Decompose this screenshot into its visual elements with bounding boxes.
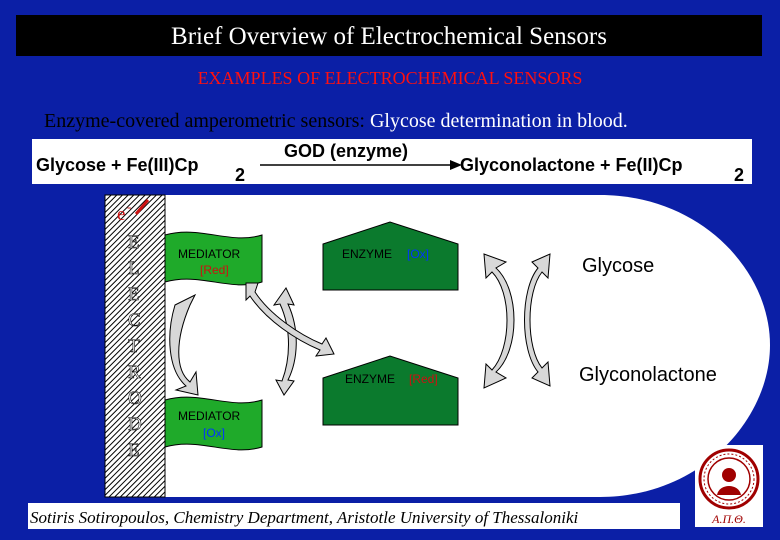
electrode <box>104 194 166 498</box>
electron-label: e <box>117 204 125 225</box>
enzyme-red-shape <box>322 355 459 426</box>
electrode-letter: T <box>128 336 140 357</box>
mediator-ox-state: [Ox] <box>203 426 225 440</box>
mediator-red-name: MEDIATOR <box>178 247 241 261</box>
seal-caption: Α.Π.Θ. <box>712 512 746 526</box>
mediator-red-shape <box>164 231 263 286</box>
electrode-letter: E <box>128 440 140 461</box>
reaction-arrow-icon <box>450 160 462 170</box>
university-seal <box>695 445 763 527</box>
electrode-label: e - E L E C T R O D E <box>117 199 150 461</box>
enzyme-cycle-arrow-right-icon <box>524 253 551 387</box>
mediator-cycle-arrow-left-icon <box>169 293 199 396</box>
solution-region <box>160 195 770 497</box>
footer-background <box>28 503 680 529</box>
electrode-letter: R <box>128 362 141 383</box>
electron-transfer-arrow-icon <box>245 282 335 357</box>
enzyme-ox-shape <box>322 221 459 291</box>
mediator-ox-shape <box>164 396 263 451</box>
slide-caption: Enzyme-covered amperometric sensors: Gly… <box>44 110 628 133</box>
caption-highlight: Glycose determination in blood. <box>369 110 628 132</box>
slide-subtitle: EXAMPLES OF ELECTROCHEMICAL SENSORS <box>197 68 583 88</box>
electrode-letter: E <box>128 284 140 305</box>
reaction-equation: Glycose + Fe(III)Cp 2 GOD (enzyme) Glyco… <box>32 139 752 185</box>
mediator-cycle-arrow-right-icon <box>272 287 297 396</box>
footer-credit: Sotiris Sotiropoulos, Chemistry Departme… <box>30 508 579 527</box>
slide-title: Brief Overview of Electrochemical Sensor… <box>171 23 607 50</box>
substrate-label: Glycose <box>582 255 654 277</box>
enzyme-red-state: [Red] <box>409 372 438 386</box>
electron-charge: - <box>127 199 131 214</box>
caption-lead: Enzyme-covered amperometric sensors: <box>44 110 370 132</box>
electrode-letter: C <box>128 310 141 331</box>
electrode-letter: L <box>128 258 140 279</box>
electrode-letter: O <box>128 388 142 409</box>
enzyme-cycle-arrow-left-icon <box>483 253 515 389</box>
product-label: Glyconolactone <box>579 364 717 386</box>
title-bar <box>16 15 762 56</box>
equation-left-subscript: 2 <box>235 165 245 184</box>
electron-arrow-icon <box>134 199 150 215</box>
equation-graphic: Glycose + Fe(III)Cp 2 GOD (enzyme) Glyco… <box>36 141 744 185</box>
equation-left: Glycose + Fe(III)Cp <box>36 155 199 175</box>
enzyme-red-name: ENZYME <box>345 372 395 386</box>
mediator-ox-name: MEDIATOR <box>178 409 241 423</box>
enzyme-ox-name: ENZYME <box>342 247 392 261</box>
electrode-letter: D <box>128 414 142 435</box>
university-seal-icon <box>698 448 760 510</box>
electrode-letter: E <box>128 232 140 253</box>
equation-right: Glyconolactone + Fe(II)Cp <box>460 155 683 175</box>
mediator-red-state: [Red] <box>200 263 229 277</box>
equation-right-subscript: 2 <box>734 165 744 184</box>
enzyme-ox-state: [Ox] <box>407 247 429 261</box>
equation-catalyst: GOD (enzyme) <box>284 141 408 161</box>
